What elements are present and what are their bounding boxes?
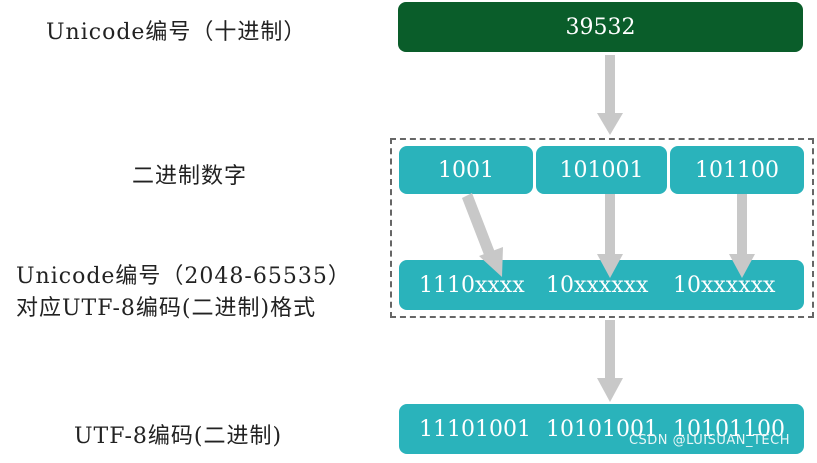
label-utf8-binary: UTF-8编码(二进制) (74, 424, 283, 449)
result-segment-2: 10101001 (546, 416, 658, 442)
format-segment-3: 10xxxxxx (673, 272, 776, 298)
label-format-line1: Unicode编号（2048-65535） (16, 264, 351, 289)
decimal-value-box: 39532 (398, 2, 803, 52)
binary-group-box-1: 1001 (399, 146, 533, 194)
label-format-line2: 对应UTF-8编码(二进制)格式 (16, 296, 317, 321)
format-segment-2: 10xxxxxx (546, 272, 649, 298)
binary-group-2: 101001 (559, 157, 644, 183)
arrow-down-icon (597, 55, 623, 135)
format-segment-1: 1110xxxx (419, 272, 525, 298)
watermark: CSDN @LUISUAN_TECH (628, 433, 790, 448)
arrow-down-icon (597, 320, 623, 402)
result-segment-3: 10101100 (673, 416, 785, 442)
format-group-dashed-frame (390, 138, 814, 318)
label-unicode-decimal: Unicode编号（十进制） (46, 20, 307, 45)
binary-group-1: 1001 (438, 157, 494, 183)
binary-group-box-3: 101100 (670, 146, 804, 194)
decimal-value: 39532 (565, 14, 636, 40)
binary-group-3: 101100 (695, 157, 779, 183)
utf8-result-box: 11101001 10101001 10101100 CSDN @LUISUAN… (399, 404, 804, 454)
binary-group-box-2: 101001 (536, 146, 667, 194)
result-segment-1: 11101001 (419, 416, 531, 442)
utf8-format-box: 1110xxxx 10xxxxxx 10xxxxxx (399, 260, 804, 310)
label-binary-digits: 二进制数字 (132, 164, 248, 189)
